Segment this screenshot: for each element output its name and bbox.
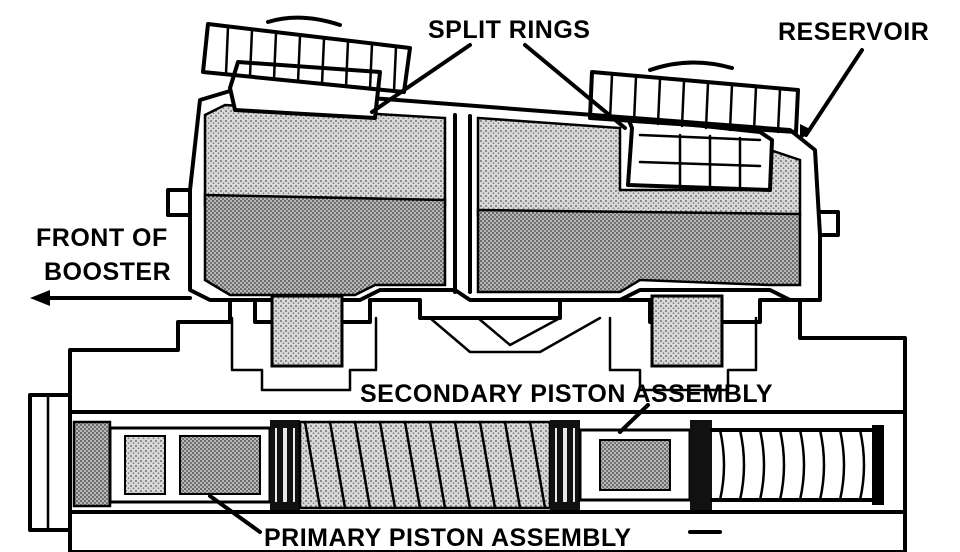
fluid-ports — [270, 294, 724, 368]
label-reservoir: RESERVOIR — [778, 18, 929, 46]
label-primary-piston-assembly: PRIMARY PISTON ASSEMBLY — [264, 524, 632, 552]
secondary-spring — [710, 425, 884, 505]
secondary-piston — [578, 420, 712, 510]
reservoir-cap-right — [588, 60, 800, 192]
label-booster: BOOSTER — [44, 258, 171, 286]
primary-spring — [298, 420, 580, 510]
fluid-left-chamber — [203, 103, 447, 297]
label-split-rings: SPLIT RINGS — [428, 16, 590, 44]
leader-lines — [30, 43, 864, 534]
primary-piston — [108, 420, 300, 510]
label-secondary-piston-assembly: SECONDARY PISTON ASSEMBLY — [360, 380, 773, 408]
label-front-of: FRONT OF — [36, 224, 168, 252]
fluid-right-chamber — [476, 116, 802, 294]
cylinder-bore — [28, 393, 907, 532]
